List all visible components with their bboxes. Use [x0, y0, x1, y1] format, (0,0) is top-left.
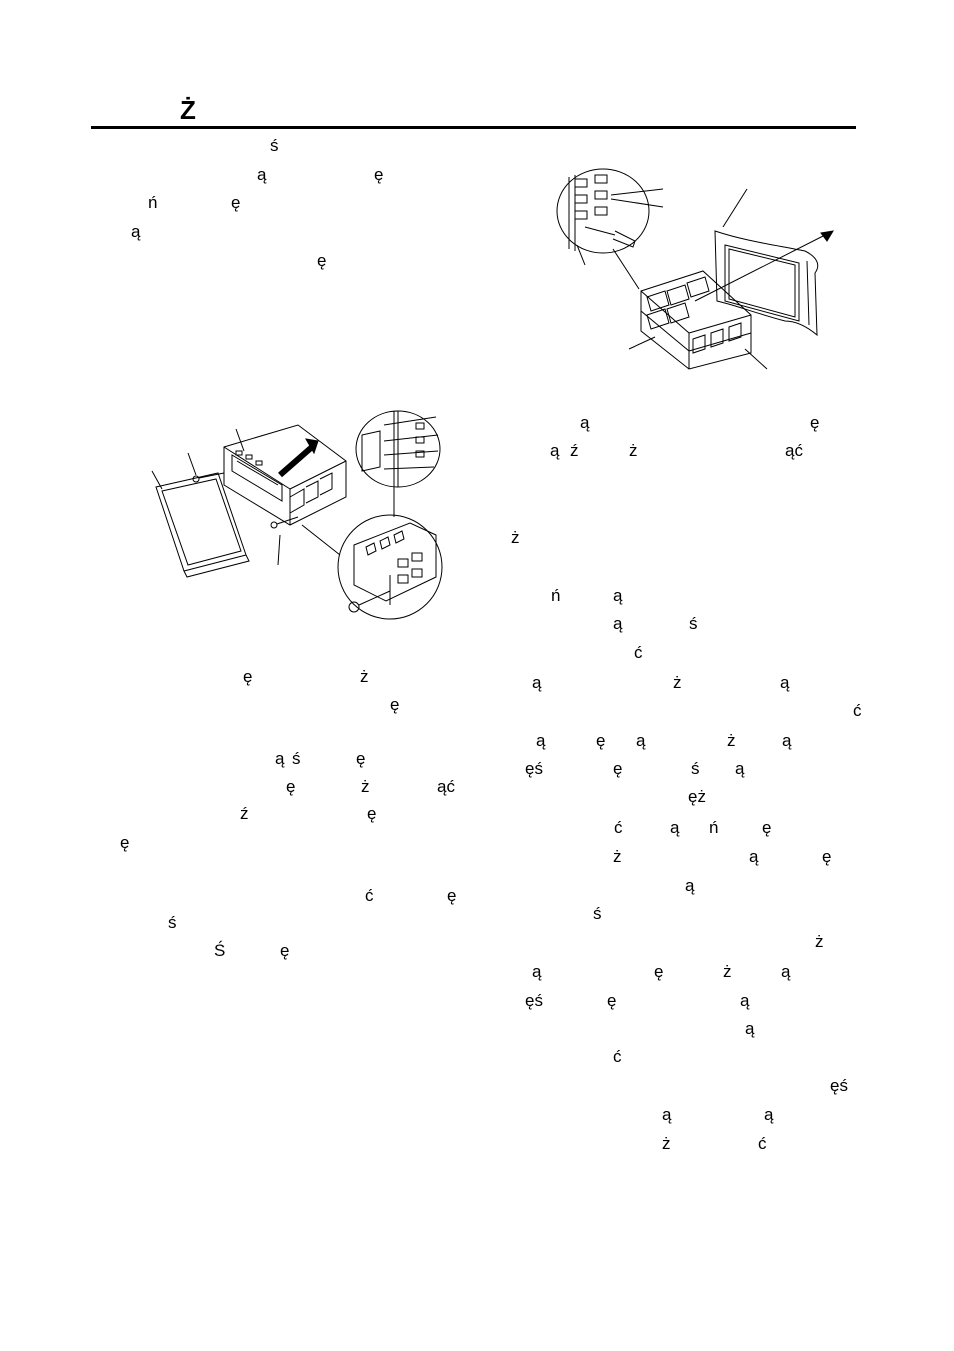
text-fragment: ż: [360, 667, 369, 686]
text-fragment: ę: [356, 749, 366, 768]
text-fragment: ż: [613, 847, 622, 866]
figure-mounting-sleeve: [555, 165, 855, 375]
text-fragment: ć: [613, 1047, 622, 1066]
page-title: Ż: [180, 95, 196, 125]
text-fragment: ę: [596, 731, 606, 750]
text-fragment: ą: [780, 673, 790, 692]
text-fragment: ć: [853, 701, 862, 720]
text-fragment: ąć: [437, 777, 455, 796]
text-fragment: ż: [361, 777, 370, 796]
leader-line: [278, 535, 280, 565]
leader-line: [302, 525, 340, 555]
text-fragment: ę: [286, 777, 296, 796]
text-fragment: ą: [275, 749, 285, 768]
text-fragment: ę: [231, 193, 241, 212]
text-fragment: ę: [447, 886, 457, 905]
text-fragment: ż: [629, 441, 638, 460]
text-fragment: ę: [120, 833, 130, 852]
leader-line: [723, 189, 747, 227]
text-fragment: ą: [550, 441, 560, 460]
text-fragment: ń: [709, 818, 719, 837]
text-fragment: ę: [810, 413, 820, 432]
text-fragment: ą: [782, 731, 792, 750]
text-fragment: ą: [764, 1105, 774, 1124]
text-fragment: ęś: [525, 759, 543, 778]
text-fragment: ą: [613, 586, 623, 605]
text-fragment: ę: [374, 165, 384, 184]
detail-circle-bottom: [338, 515, 442, 619]
text-fragment: ż: [511, 528, 520, 547]
text-fragment: ń: [551, 586, 561, 605]
text-fragment: ęż: [688, 787, 706, 806]
removal-key-left: [193, 473, 224, 482]
text-fragment: ą: [740, 991, 750, 1010]
text-fragment: ą: [536, 731, 546, 750]
text-fragment: ę: [317, 251, 327, 270]
text-fragment: ć: [365, 886, 374, 905]
text-fragment: ż: [815, 932, 824, 951]
text-fragment: ą: [745, 1019, 755, 1038]
leader-line: [188, 453, 196, 475]
text-fragment: ę: [367, 804, 377, 823]
text-fragment: ś: [593, 904, 602, 923]
text-fragment: ąć: [785, 441, 803, 460]
text-fragment: ęś: [830, 1076, 848, 1095]
leader-line: [577, 245, 585, 265]
text-fragment: ę: [613, 759, 623, 778]
text-fragment: ż: [723, 962, 732, 981]
text-fragment: ę: [243, 667, 253, 686]
text-fragment: ń: [148, 193, 158, 212]
text-fragment: ś: [689, 614, 698, 633]
text-fragment: ć: [634, 643, 643, 662]
leader-line: [613, 249, 639, 289]
pull-arrow: [280, 439, 318, 475]
insert-arrow: [695, 231, 833, 301]
text-fragment: ą: [670, 818, 680, 837]
text-fragment: ż: [727, 731, 736, 750]
text-fragment: ą: [636, 731, 646, 750]
detail-circle-top: [356, 411, 440, 517]
text-fragment: ą: [580, 413, 590, 432]
text-fragment: ą: [685, 876, 695, 895]
text-fragment: ą: [257, 165, 267, 184]
text-fragment: ć: [758, 1134, 767, 1153]
text-fragment: ą: [532, 673, 542, 692]
text-fragment: ę: [390, 695, 400, 714]
leader-line: [236, 429, 244, 451]
chassis-drawing: [224, 425, 346, 525]
text-fragment: ć: [614, 818, 623, 837]
text-fragment: ź: [240, 804, 249, 823]
leader-line: [745, 349, 767, 369]
header-rule: [91, 126, 856, 129]
mounting-sleeve-drawing: [641, 271, 751, 369]
text-fragment: ś: [270, 136, 279, 155]
faceplate-drawing: [156, 473, 249, 577]
text-fragment: ą: [749, 847, 759, 866]
text-fragment: ę: [607, 991, 617, 1010]
figure-radio-removal: [140, 405, 450, 630]
text-fragment: ą: [613, 614, 623, 633]
text-fragment: ż: [673, 673, 682, 692]
text-fragment: ą: [735, 759, 745, 778]
leader-line: [152, 471, 162, 489]
text-fragment: ęś: [525, 991, 543, 1010]
text-fragment: ś: [691, 759, 700, 778]
text-fragment: ś: [292, 749, 301, 768]
text-fragment: ą: [662, 1105, 672, 1124]
text-fragment: ę: [280, 941, 290, 960]
text-fragment: ź: [570, 441, 579, 460]
removal-key-right: [271, 517, 298, 528]
text-fragment: ą: [781, 962, 791, 981]
text-fragment: ę: [762, 818, 772, 837]
leader-line: [629, 337, 655, 349]
text-fragment: Ś: [214, 941, 226, 960]
text-fragment: ż: [662, 1134, 671, 1153]
text-fragment: ą: [532, 962, 542, 981]
text-fragment: ś: [168, 913, 177, 932]
text-fragment: ę: [822, 847, 832, 866]
text-fragment: ą: [131, 222, 141, 241]
detail-circle-sleeve: [557, 169, 663, 253]
dashboard-opening-drawing: [715, 231, 818, 335]
text-fragment: ę: [654, 962, 664, 981]
